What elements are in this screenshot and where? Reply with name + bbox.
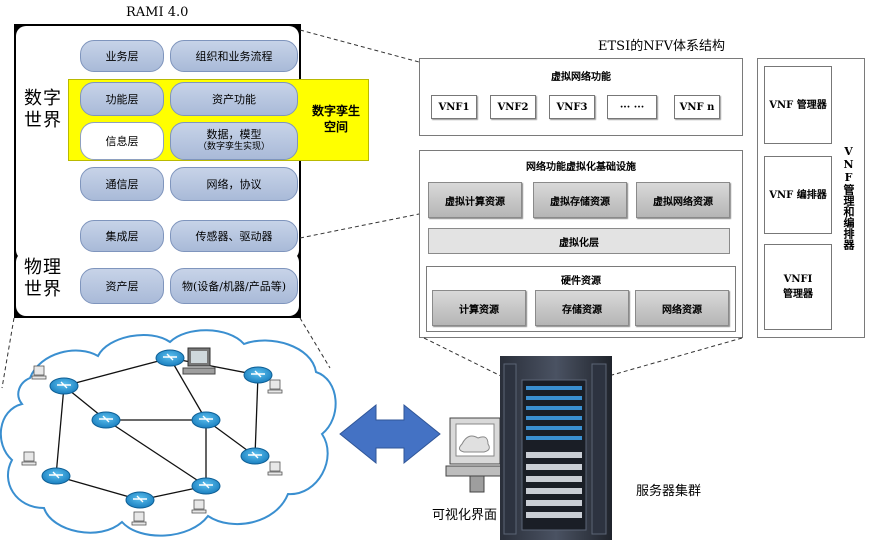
layer-subtext: （数字孪生实现） (197, 142, 270, 152)
layer-description-text: 数据，模型 (206, 128, 262, 141)
layer-description-text: 传感器、驱动器 (195, 229, 273, 243)
vnf-item: ··· ··· (607, 95, 657, 119)
virtualization-layer: 虚拟化层 (428, 228, 730, 254)
layer-description-pill: 网络，协议 (170, 167, 298, 201)
digital-world-text: 数字世界 (24, 88, 62, 131)
server-cluster-caption: 服务器集群 (636, 484, 702, 499)
layer-description-text: 资产功能 (212, 92, 256, 106)
visual-interface-caption: 可视化界面 (432, 508, 498, 523)
router-icon (191, 477, 221, 495)
monitor-icon (445, 417, 507, 493)
router-icons (41, 349, 273, 509)
vnf-item: VNF1 (431, 95, 477, 119)
dashed-connectors (1, 29, 743, 389)
terminal-icon (133, 511, 145, 522)
layer-name-pill: 业务层 (80, 40, 164, 72)
digital-twin-space-label: 数字孪生空间 (311, 104, 360, 134)
virtual-resource-box: 虚拟计算资源 (428, 182, 522, 218)
layer-name-pill: 通信层 (80, 167, 164, 201)
layer-description-pill: 物(设备/机器/产品等) (170, 268, 298, 304)
router-icon (240, 447, 270, 465)
layer-name-pill: 信息层 (80, 122, 164, 160)
layer-description-text: 物(设备/机器/产品等) (182, 279, 286, 293)
hardware-resource-box: 网络资源 (635, 290, 729, 326)
router-icon (191, 411, 221, 429)
terminal-icon (269, 379, 281, 390)
hardware-resource-box: 存储资源 (535, 290, 629, 326)
terminal-icon (23, 451, 35, 462)
layer-description-pill: 组织和业务流程 (170, 40, 298, 72)
router-icon (41, 467, 71, 485)
hardware-resource-box: 计算资源 (432, 290, 526, 326)
hardware-heading: 硬件资源 (561, 276, 601, 287)
etsi-title: ETSI的NFV体系结构 (598, 39, 725, 54)
layer-description-text: 组织和业务流程 (195, 49, 273, 63)
router-icon (243, 366, 273, 384)
virtual-resource-box: 虚拟网络资源 (636, 182, 730, 218)
terminal-icon (269, 461, 281, 472)
nfvi-section-heading: 网络功能虚拟化基础设施 (526, 162, 636, 173)
vnf-item: VNF3 (549, 95, 595, 119)
digital-world-label: 数字世界 (22, 88, 64, 132)
physical-world-label: 物理世界 (22, 257, 64, 301)
terminal-icon (33, 365, 45, 376)
terminal-icon (193, 499, 205, 510)
vnf-item: VNF n (674, 95, 720, 119)
layer-description-pill: 数据，模型（数字孪生实现） (170, 122, 298, 160)
layer-name-pill: 资产层 (80, 268, 164, 304)
double-arrow-icon (339, 403, 441, 465)
layer-name-pill: 集成层 (80, 220, 164, 252)
router-icon (155, 349, 185, 367)
server-rack-image (500, 356, 612, 540)
layer-description-text: 网络，协议 (206, 177, 262, 191)
layer-description-pill: 资产功能 (170, 82, 298, 116)
mano-label: VNF管理和编排器 (842, 145, 855, 250)
router-icon (91, 411, 121, 429)
layer-name-pill: 功能层 (80, 82, 164, 116)
router-icon (125, 491, 155, 509)
terminal-icons (21, 365, 283, 526)
router-icon (49, 377, 79, 395)
rami-title: RAMI 4.0 (126, 5, 189, 20)
virtual-resource-box: 虚拟存储资源 (533, 182, 627, 218)
layer-description-pill: 传感器、驱动器 (170, 220, 298, 252)
vnf-section-heading: 虚拟网络功能 (551, 72, 611, 83)
mano-box: VNF 编排器 (764, 156, 832, 234)
mano-box: VNF 管理器 (764, 66, 832, 144)
workstation-icon (182, 347, 216, 375)
physical-world-text: 物理世界 (24, 257, 62, 300)
vnf-item: VNF2 (490, 95, 536, 119)
